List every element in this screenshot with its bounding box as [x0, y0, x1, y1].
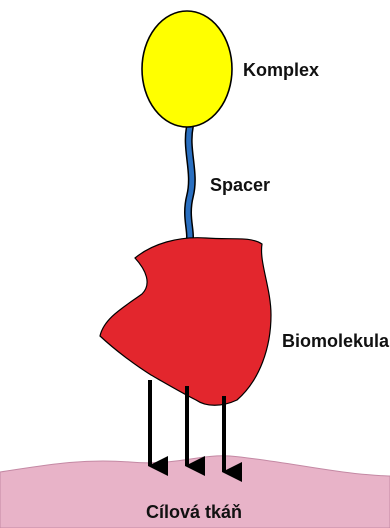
- label-biomolecule: Biomolekula: [282, 331, 390, 351]
- label-target-tissue: Cílová tkáň: [146, 502, 242, 522]
- label-spacer: Spacer: [210, 175, 270, 195]
- label-complex: Komplex: [243, 60, 319, 80]
- complex-ellipse: [142, 11, 232, 127]
- biomolecule-shape: [100, 238, 271, 406]
